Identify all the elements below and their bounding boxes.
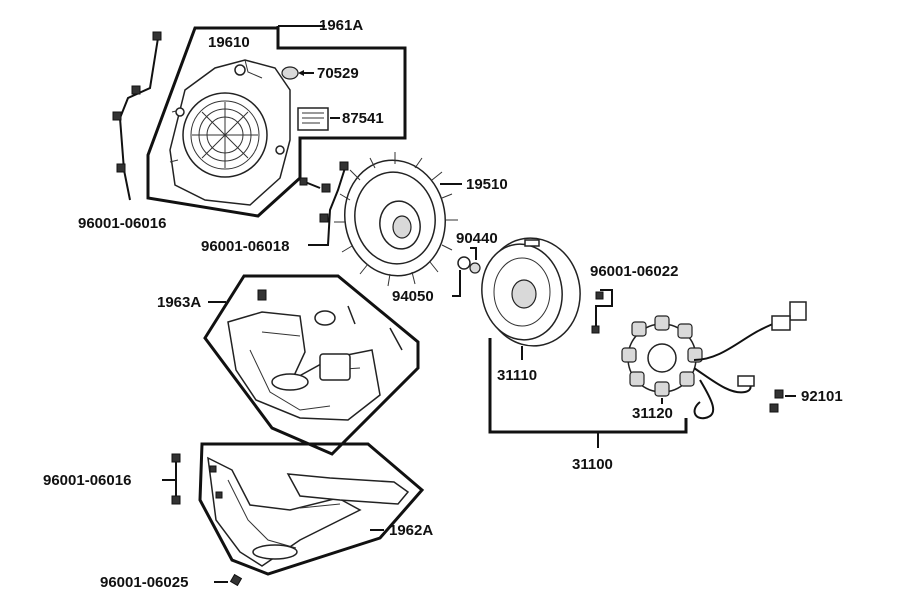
label-94050: 94050 (392, 288, 434, 305)
label-31110: 31110 (497, 367, 537, 384)
label-87541: 87541 (342, 110, 384, 127)
screw-96001-06025 (214, 573, 243, 587)
group-1962A (198, 442, 425, 576)
label-96001-06025: 96001-06025 (100, 574, 188, 591)
group-1962A-bracket (198, 442, 425, 576)
label-19610: 19610 (208, 34, 250, 51)
group-31100-bracket (488, 338, 688, 434)
sticker-87541 (297, 107, 340, 131)
label-1963A: 1963A (157, 294, 201, 311)
fan-cover-19610 (169, 59, 291, 206)
group-1963A-bracket (203, 274, 420, 456)
flywheel-19510 (334, 152, 462, 287)
group-1963A (203, 274, 420, 456)
screws-92101 (769, 389, 796, 413)
screws-96001-06018 (299, 161, 349, 246)
screws-96001-06016-top (112, 31, 162, 201)
nut-washer-90440-94050 (452, 247, 481, 297)
screws-96001-06016-bottom (162, 453, 181, 505)
group-31100 (488, 338, 688, 448)
label-1961A: 1961A (319, 17, 363, 34)
label-1962A: 1962A (389, 522, 433, 539)
label-96001-06016-bottom: 96001-06016 (43, 472, 131, 489)
label-90440: 90440 (456, 230, 498, 247)
label-96001-06016-top: 96001-06016 (78, 215, 166, 232)
stator-31120 (621, 301, 807, 420)
label-70529: 70529 (317, 65, 359, 82)
label-96001-06022: 96001-06022 (590, 263, 678, 280)
label-92101: 92101 (801, 388, 843, 405)
label-31120: 31120 (632, 405, 673, 422)
label-31100: 31100 (572, 456, 613, 473)
screws-96001-06022 (591, 289, 613, 334)
rotor-31110 (481, 237, 581, 360)
label-96001-06018: 96001-06018 (201, 238, 289, 255)
cap-70529 (281, 66, 314, 80)
label-19510: 19510 (466, 176, 508, 193)
